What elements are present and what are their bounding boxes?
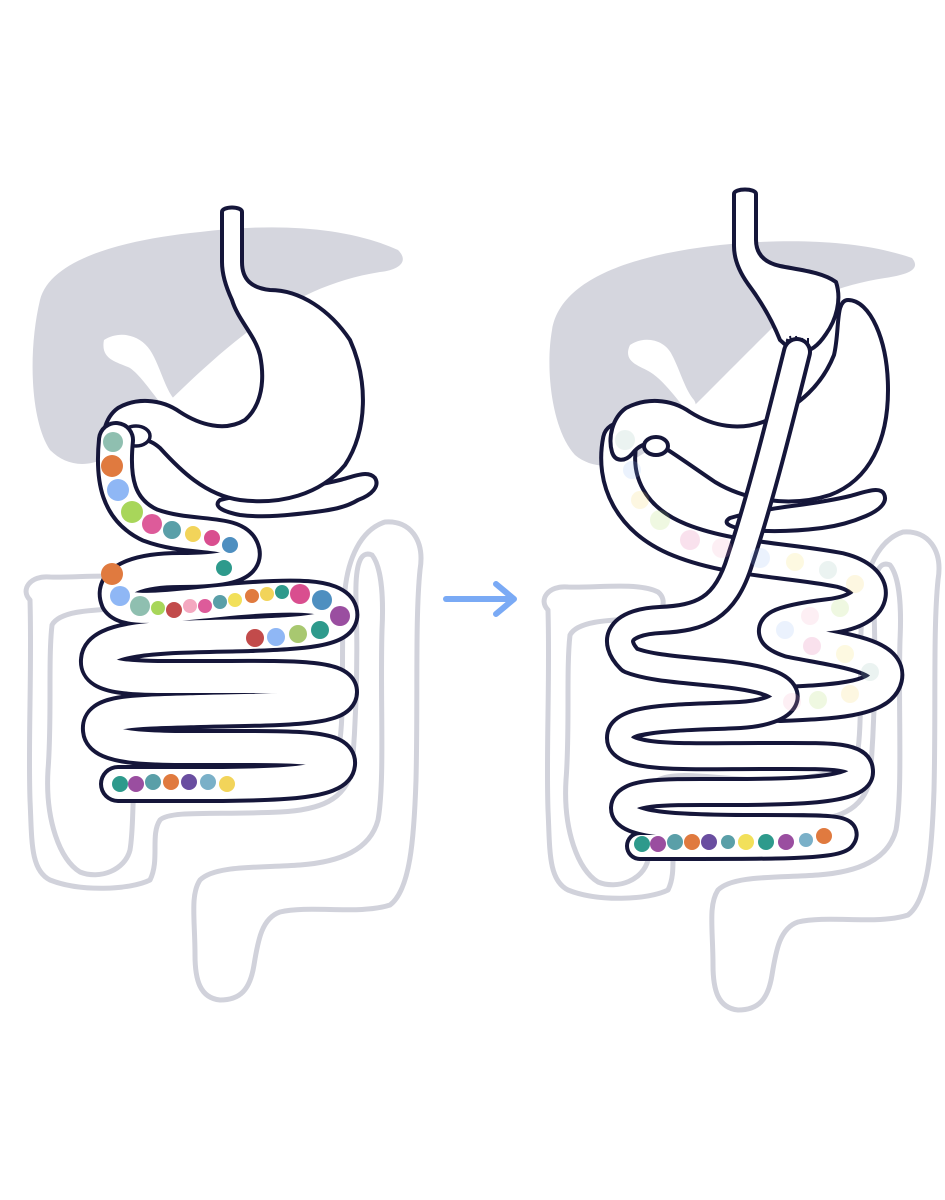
nutrient-dot: [260, 587, 274, 601]
nutrient-dot: [861, 663, 879, 681]
nutrient-dot: [841, 685, 859, 703]
nutrient-dot: [103, 432, 123, 452]
nutrient-dot: [166, 602, 182, 618]
nutrient-dot: [290, 584, 310, 604]
nutrient-dot: [245, 589, 259, 603]
nutrient-dot: [758, 834, 774, 850]
nutrient-dot: [803, 637, 821, 655]
nutrient-dot: [623, 461, 641, 479]
nutrient-dot: [163, 774, 179, 790]
nutrient-dot: [107, 479, 129, 501]
nutrient-dot: [684, 834, 700, 850]
nutrient-dot: [750, 548, 770, 568]
nutrient-dot: [631, 491, 649, 509]
nutrient-dot: [130, 596, 150, 616]
nutrient-dot: [680, 530, 700, 550]
nutrient-dot: [216, 560, 232, 576]
nutrient-dot: [712, 538, 732, 558]
nutrient-dot: [219, 776, 235, 792]
nutrient-dot: [836, 645, 854, 663]
nutrient-dot: [831, 599, 849, 617]
nutrient-dot: [200, 774, 216, 790]
nutrient-dot: [112, 776, 128, 792]
nutrient-dot: [289, 625, 307, 643]
nutrient-dot: [701, 834, 717, 850]
large-intestine: [23, 519, 424, 1003]
nutrient-dot: [101, 455, 123, 477]
nutrient-dot: [198, 599, 212, 613]
nutrient-dot: [145, 774, 161, 790]
bypassed-intestine: [599, 421, 905, 723]
nutrient-dot: [312, 590, 332, 610]
nutrient-dot: [142, 514, 162, 534]
nutrient-dot: [650, 510, 670, 530]
nutrient-dot: [783, 693, 801, 711]
nutrient-dot: [228, 593, 242, 607]
nutrient-dot: [275, 585, 289, 599]
roux-limb: [605, 337, 875, 861]
nutrient-dot: [181, 774, 197, 790]
nutrient-dot: [151, 601, 165, 615]
nutrient-dot: [183, 599, 197, 613]
nutrient-particles-normal: [101, 432, 350, 792]
nutrient-dot: [246, 629, 264, 647]
nutrient-dot: [128, 776, 144, 792]
small-intestine: [79, 421, 360, 803]
nutrient-dot: [213, 595, 227, 609]
nutrient-dot: [721, 835, 735, 849]
nutrient-dot: [615, 430, 635, 450]
nutrient-dot: [738, 834, 754, 850]
liver-notch: [628, 339, 696, 411]
nutrient-dot: [816, 828, 832, 844]
gastric-pouch: [732, 187, 841, 354]
nutrient-dot: [311, 621, 329, 639]
normal-anatomy-panel: [23, 205, 424, 1003]
nutrient-dot: [809, 691, 827, 709]
pylorus: [642, 435, 670, 457]
nutrient-dot: [650, 836, 666, 852]
nutrient-dot: [846, 575, 864, 593]
nutrient-particles-bypass: [615, 430, 879, 852]
gastric-bypass-panel: [541, 187, 942, 1013]
nutrient-dot: [667, 834, 683, 850]
nutrient-dot: [786, 553, 804, 571]
liver-notch: [103, 334, 177, 411]
transition-arrow: [443, 581, 517, 617]
nutrient-dot: [222, 537, 238, 553]
nutrient-dot: [121, 501, 143, 523]
nutrient-dot: [267, 628, 285, 646]
nutrient-dot: [330, 606, 350, 626]
nutrient-dot: [101, 563, 123, 585]
nutrient-dot: [204, 530, 220, 546]
nutrient-dot: [634, 836, 650, 852]
nutrient-dot: [163, 521, 181, 539]
nutrient-dot: [110, 586, 130, 606]
nutrient-dot: [819, 561, 837, 579]
nutrient-dot: [799, 833, 813, 847]
nutrient-dot: [776, 621, 794, 639]
nutrient-dot: [801, 607, 819, 625]
nutrient-dot: [778, 834, 794, 850]
nutrient-dot: [185, 526, 201, 542]
